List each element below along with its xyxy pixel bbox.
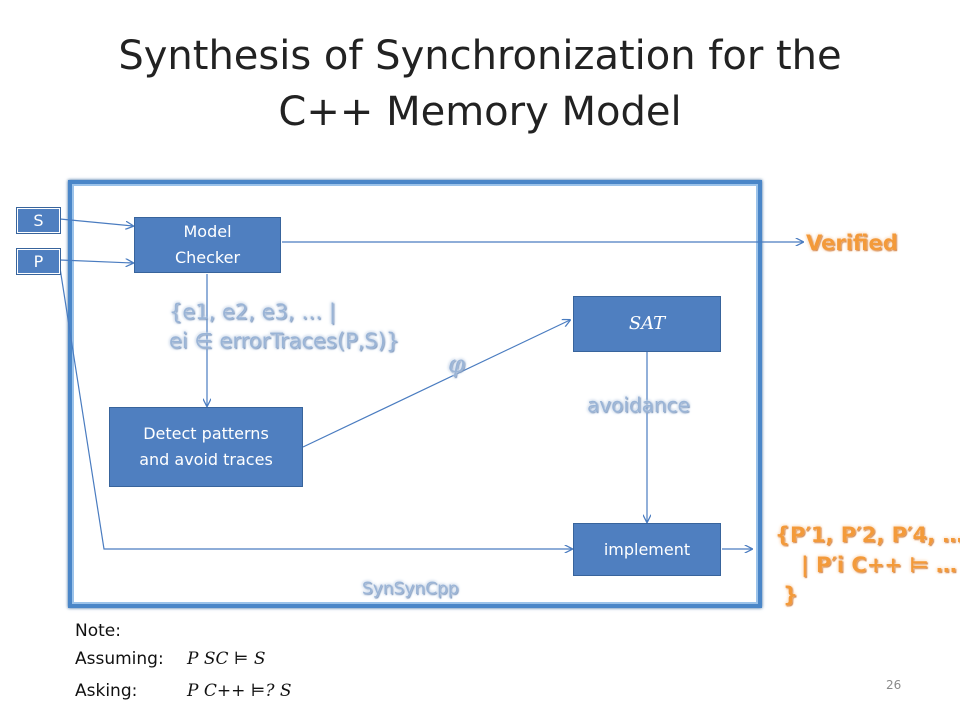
input-p-box: P <box>16 248 61 275</box>
note-asking-formula: P C++ ⊨? S <box>187 681 292 701</box>
model-checker-line-2: Checker <box>174 248 241 267</box>
synsyncpp-frame <box>68 180 762 608</box>
detect-line-1: Detect patterns <box>143 424 269 443</box>
sat-box: SAT <box>573 296 721 352</box>
error-traces-line-2: ei ∈ errorTraces(P,S)} <box>169 329 400 353</box>
note-asking-row: Asking: P C++ ⊨? S <box>75 681 292 701</box>
error-traces-line-1: {e1, e2, e3, … | <box>169 300 337 324</box>
output-programs-label: {P′1, P′2, P′4, … | P′i C++ ⊨ … } <box>775 520 960 610</box>
output-line-1: {P′1, P′2, P′4, … <box>775 523 960 547</box>
error-traces-label: {e1, e2, e3, … | ei ∈ errorTraces(P,S)} <box>169 298 399 356</box>
model-checker-box: Model Checker <box>134 217 281 273</box>
synsyncpp-label: SynSynCpp <box>362 579 459 599</box>
verified-label: Verified <box>806 231 898 255</box>
implement-box: implement <box>573 523 721 576</box>
slide-number: 26 <box>886 678 902 692</box>
detect-patterns-box: Detect patterns and avoid traces <box>109 407 303 487</box>
title-line-2: C++ Memory Model <box>278 89 682 135</box>
note-heading: Note: <box>75 621 121 641</box>
note-assuming-label: Assuming: <box>75 649 164 669</box>
detect-line-2: and avoid traces <box>139 450 273 469</box>
input-s-box: S <box>16 207 61 234</box>
note-assuming-formula: P SC ⊨ S <box>187 649 266 669</box>
title-line-1: Synthesis of Synchronization for the <box>118 33 842 79</box>
note-asking-label: Asking: <box>75 681 138 701</box>
output-line-3: } <box>783 583 798 607</box>
sat-label: SAT <box>628 313 666 334</box>
implement-label: implement <box>603 539 691 559</box>
input-s-label: S <box>33 211 44 230</box>
arrow-detect-to-sat <box>302 320 570 448</box>
input-p-label: P <box>33 252 44 271</box>
arrow-p-to-implement <box>59 267 572 549</box>
output-line-2: | P′i C++ ⊨ … <box>801 553 957 577</box>
avoidance-label: avoidance <box>587 393 690 417</box>
arrow-p-to-checker <box>59 260 133 263</box>
arrow-s-to-checker <box>59 218 133 226</box>
note-assuming-row: Assuming: P SC ⊨ S <box>75 649 266 669</box>
phi-label: φ <box>448 350 465 378</box>
slide-title: Synthesis of Synchronization for the C++… <box>0 28 960 140</box>
model-checker-line-1: Model <box>183 222 232 241</box>
